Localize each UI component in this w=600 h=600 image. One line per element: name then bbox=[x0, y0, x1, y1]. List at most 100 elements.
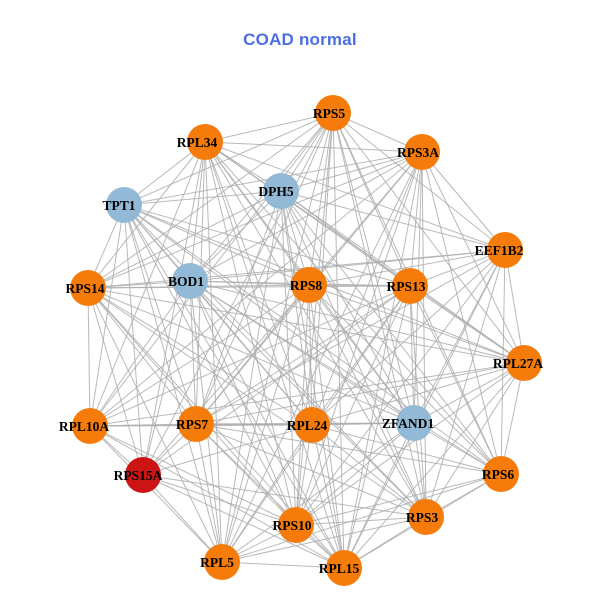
graph-edge bbox=[500, 362, 525, 475]
graph-node-rps6[interactable] bbox=[483, 456, 519, 492]
graph-node-rps10[interactable] bbox=[278, 507, 314, 543]
graph-edge bbox=[295, 422, 415, 526]
graph-edge bbox=[87, 287, 525, 364]
graph-edge bbox=[221, 422, 415, 563]
graph-edge bbox=[332, 112, 411, 287]
graph-node-rps3[interactable] bbox=[408, 499, 444, 535]
graph-node-label-tpt1: TPT1 bbox=[102, 198, 135, 213]
graph-edge bbox=[189, 280, 427, 518]
graph-node-label-rps8: RPS8 bbox=[290, 278, 323, 293]
graph-edge bbox=[142, 285, 411, 476]
graph-node-zfand1[interactable] bbox=[396, 405, 432, 441]
graph-edge bbox=[189, 280, 310, 286]
graph-edge bbox=[311, 249, 506, 426]
graph-edge bbox=[142, 284, 310, 476]
graph-edge bbox=[195, 362, 525, 425]
graph-node-label-rpl27a: RPL27A bbox=[493, 356, 544, 371]
graph-edge bbox=[332, 112, 415, 424]
graph-edge bbox=[295, 284, 310, 526]
graph-node-label-rps3: RPS3 bbox=[406, 510, 439, 525]
graph-edge bbox=[221, 473, 502, 563]
graph-node-bod1[interactable] bbox=[172, 263, 208, 299]
graph-node-label-rps3a: RPS3A bbox=[397, 145, 439, 160]
graph-edge bbox=[204, 141, 423, 153]
graph-edge bbox=[89, 204, 125, 427]
graph-edge bbox=[189, 280, 313, 426]
graph-edge bbox=[280, 190, 297, 526]
graph-edge bbox=[221, 561, 345, 569]
graph-edge bbox=[89, 425, 297, 526]
graph-edge bbox=[123, 204, 223, 563]
graph-edge bbox=[189, 280, 525, 364]
graph-edge bbox=[500, 249, 506, 475]
graph-edge bbox=[204, 141, 427, 518]
graph-edge bbox=[311, 424, 427, 518]
graph-edge bbox=[189, 280, 502, 475]
graph-node-rps8[interactable] bbox=[291, 267, 327, 303]
graph-node-rpl27a[interactable] bbox=[506, 345, 542, 381]
graph-node-rpl15[interactable] bbox=[326, 550, 362, 586]
graph-edge bbox=[221, 112, 334, 563]
graph-node-rps3a[interactable] bbox=[404, 134, 440, 170]
graph-edge bbox=[413, 362, 525, 424]
graph-node-label-rps13: RPS13 bbox=[386, 279, 425, 294]
graph-edge bbox=[195, 423, 427, 518]
graph-edge bbox=[142, 424, 313, 476]
graph-edge bbox=[421, 151, 525, 364]
graph-edge bbox=[280, 190, 345, 569]
graph-edge bbox=[189, 141, 206, 282]
graph-edge bbox=[123, 204, 502, 475]
graph-edge bbox=[311, 424, 345, 569]
graph-node-rpl24[interactable] bbox=[294, 407, 330, 443]
graph-node-label-rpl10a: RPL10A bbox=[59, 419, 110, 434]
graph-edge bbox=[204, 141, 297, 526]
graph-edge bbox=[343, 422, 415, 569]
graph-node-label-dph5: DPH5 bbox=[258, 184, 293, 199]
graph-node-label-rpl5: RPL5 bbox=[200, 555, 234, 570]
graph-edge bbox=[311, 362, 525, 426]
graph-node-rps13[interactable] bbox=[392, 268, 428, 304]
graph-node-rpl34[interactable] bbox=[187, 124, 223, 160]
graph-node-tpt1[interactable] bbox=[106, 187, 142, 223]
graph-edge bbox=[409, 285, 415, 424]
graph-edge bbox=[123, 204, 427, 518]
graph-node-label-rps7: RPS7 bbox=[176, 417, 209, 432]
graph-edge bbox=[87, 287, 313, 426]
graph-edge bbox=[280, 190, 415, 424]
graph-node-rps14[interactable] bbox=[70, 270, 106, 306]
graph-node-rpl10a[interactable] bbox=[72, 408, 108, 444]
graph-edge bbox=[343, 362, 525, 569]
graph-edge bbox=[87, 287, 144, 476]
graph-node-rpl5[interactable] bbox=[204, 544, 240, 580]
graph-edge bbox=[195, 112, 334, 425]
graph-edge bbox=[295, 151, 423, 526]
graph-edge bbox=[280, 151, 423, 192]
graph-node-label-rpl15: RPL15 bbox=[319, 561, 360, 576]
graph-edge bbox=[123, 190, 282, 206]
graph-edge bbox=[332, 112, 345, 569]
graph-edge bbox=[195, 423, 345, 569]
graph-node-rps7[interactable] bbox=[178, 406, 214, 442]
graph-node-rps15a[interactable] bbox=[125, 457, 161, 493]
graph-edge bbox=[280, 190, 506, 251]
graph-edge bbox=[87, 112, 334, 289]
graph-edge bbox=[308, 284, 525, 364]
graph-edge bbox=[413, 249, 506, 424]
graph-edge bbox=[280, 190, 502, 475]
node-layer bbox=[70, 95, 542, 586]
graph-edge bbox=[295, 249, 506, 526]
graph-edge bbox=[308, 284, 415, 424]
graph-edge bbox=[295, 473, 502, 526]
graph-node-eef1b2[interactable] bbox=[487, 232, 523, 268]
graph-node-dph5[interactable] bbox=[263, 173, 299, 209]
graph-edge bbox=[311, 424, 502, 475]
graph-edge bbox=[123, 204, 411, 287]
graph-edge bbox=[221, 151, 423, 563]
graph-node-label-rps5: RPS5 bbox=[313, 106, 346, 121]
graph-edge bbox=[425, 249, 506, 518]
graph-node-rps5[interactable] bbox=[315, 95, 351, 131]
graph-edge bbox=[87, 287, 415, 424]
graph-edge bbox=[123, 204, 197, 425]
graph-edge bbox=[295, 362, 525, 526]
graph-edge bbox=[295, 285, 411, 526]
